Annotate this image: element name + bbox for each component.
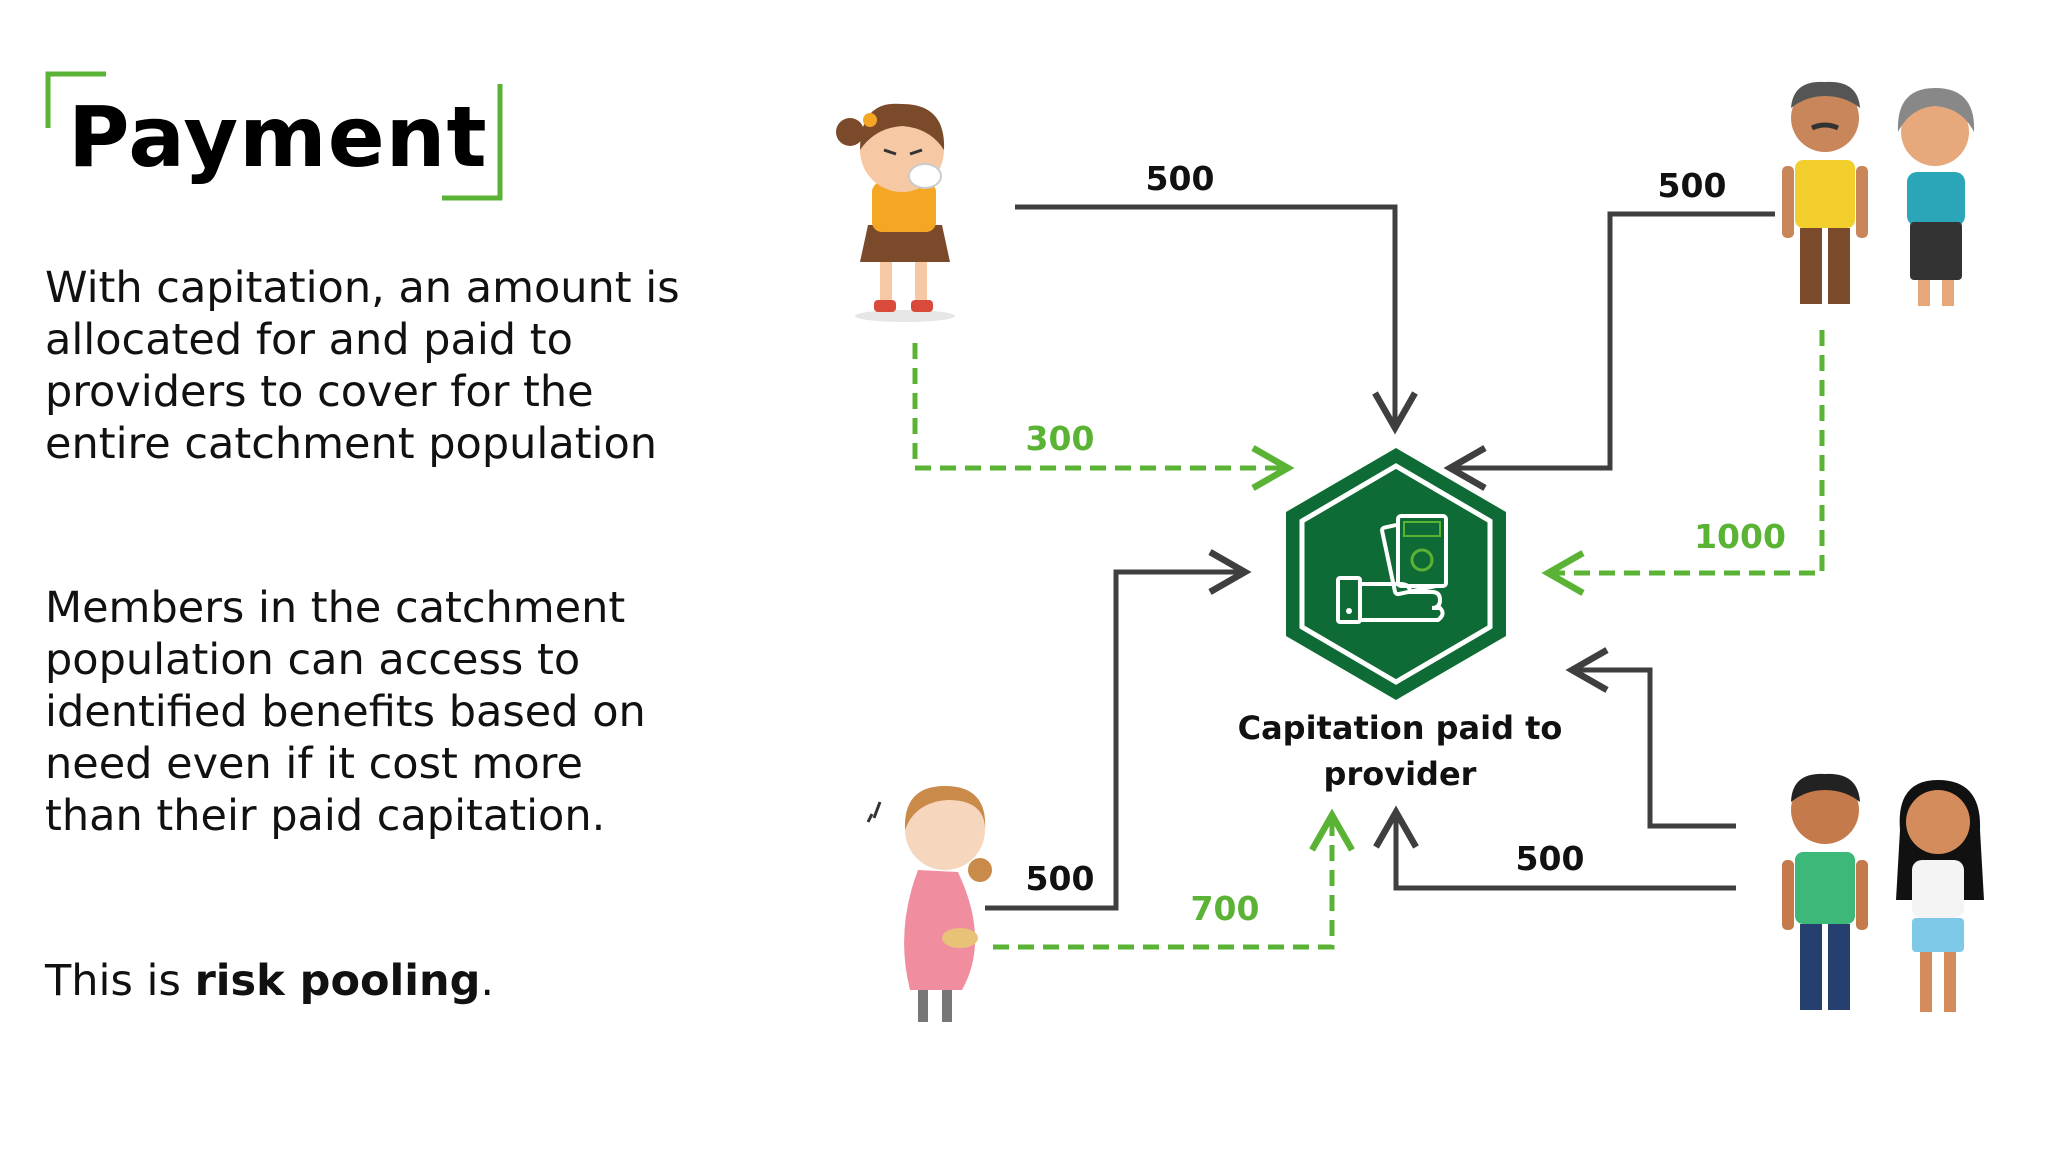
young-couple-paid-arrow-lower (1373, 805, 1736, 891)
pregnant-woman-figure (866, 786, 992, 1022)
girl-cost-label: 300 (1026, 419, 1095, 458)
young-couple-paid-label: 500 (1516, 839, 1585, 878)
girl-paid-arrow (1015, 204, 1418, 435)
pregnant-cost-label: 700 (1191, 889, 1260, 928)
elderly-paid-arrow (1443, 211, 1775, 491)
money-hand-icon (1286, 448, 1506, 700)
risk-pooling-term: risk pooling (194, 956, 481, 1006)
girl-cost-arrow (912, 343, 1295, 491)
risk-pooling-prefix: This is (45, 956, 195, 1006)
elderly-cost-label: 1000 (1694, 517, 1786, 556)
benefits-description: Members in the catchment population can … (45, 583, 646, 841)
sick-girl-figure (836, 103, 955, 322)
risk-pooling-statement: This is risk pooling. (45, 955, 685, 1007)
elderly-couple-figure (1782, 81, 1975, 306)
young-couple-paid-arrow-upper (1565, 647, 1736, 829)
risk-pooling-suffix: . (480, 956, 495, 1006)
girl-paid-label: 500 (1146, 159, 1215, 198)
pregnant-cost-arrow (993, 808, 1355, 950)
elderly-cost-arrow (1541, 330, 1825, 596)
page-title: Payment (68, 88, 488, 186)
center-caption: Capitation paid to provider (1237, 709, 1563, 793)
capitation-description: With capitation, an amount is allocated … (45, 263, 680, 469)
pregnant-paid-arrow (985, 549, 1252, 911)
title-frame: Payment (44, 70, 504, 202)
young-couple-figure (1782, 773, 1984, 1012)
elderly-paid-label: 500 (1658, 166, 1727, 205)
title-bracket-decoration (45, 71, 503, 201)
pregnant-paid-label: 500 (1026, 859, 1095, 898)
